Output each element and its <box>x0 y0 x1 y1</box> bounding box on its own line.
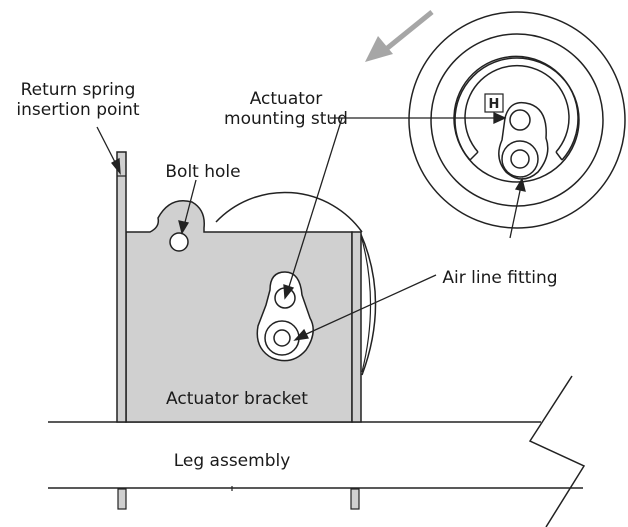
actuator-bracket <box>116 151 362 423</box>
label-air-line-fitting: Air line fitting <box>442 268 557 288</box>
label-actuator-stud-2: mounting stud <box>224 109 348 129</box>
label-actuator-stud-1: Actuator <box>250 89 323 109</box>
h-mark: H <box>489 97 500 112</box>
label-return-spring-2: insertion point <box>16 100 139 120</box>
label-leg-assembly: Leg assembly <box>174 451 291 471</box>
label-actuator-bracket: Actuator bracket <box>166 389 308 409</box>
actuator-detail-view: H <box>408 11 626 229</box>
label-return-spring-1: Return spring <box>21 80 136 100</box>
actuator-body <box>215 191 377 376</box>
label-bolt-hole: Bolt hole <box>165 162 240 182</box>
direction-arrow-icon <box>365 10 434 62</box>
leader-lines <box>96 111 526 341</box>
bolt-hole <box>169 232 189 252</box>
